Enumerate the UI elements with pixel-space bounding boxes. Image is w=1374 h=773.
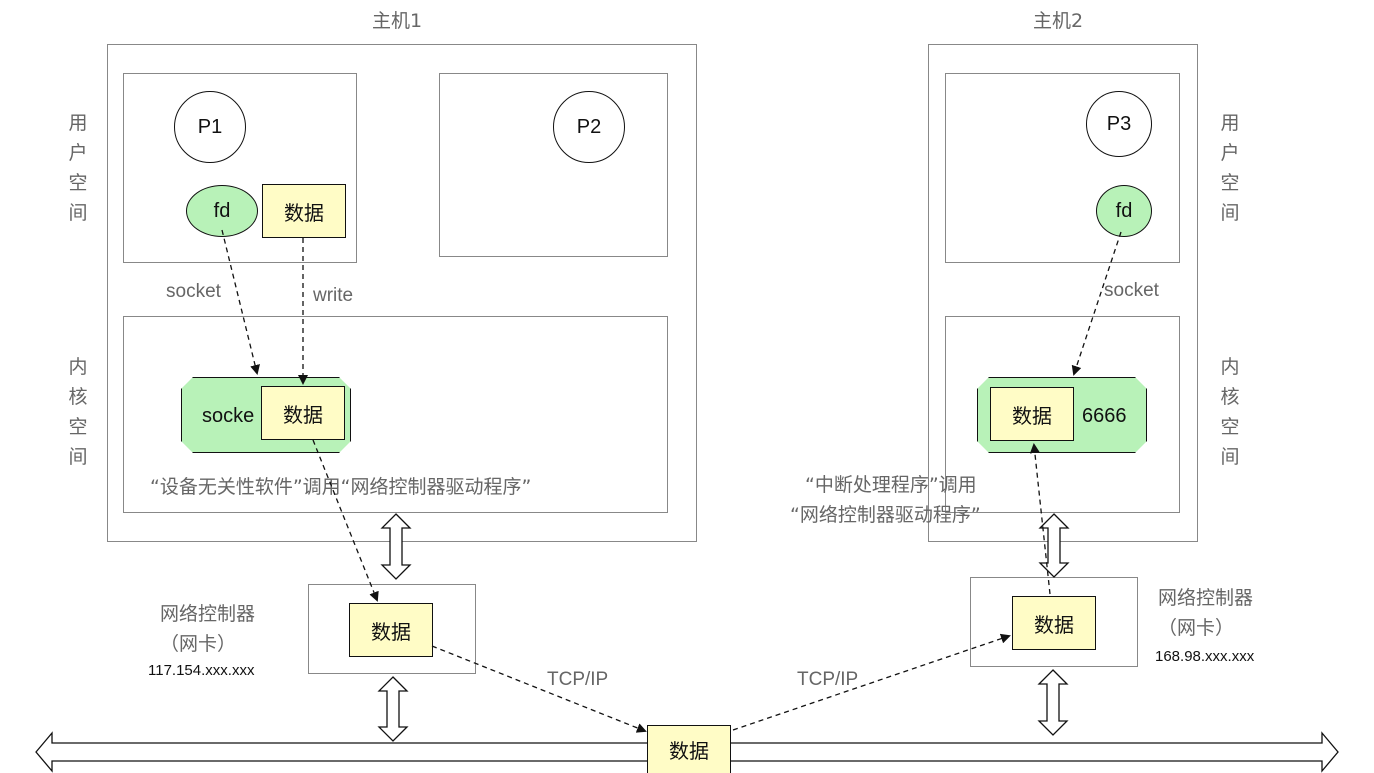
- host2-kernel-data: 数据: [990, 387, 1074, 441]
- host1-user-char: 用: [68, 112, 88, 134]
- nic1-to-network-flow-arrow: [431, 645, 647, 733]
- host1-user-char: 间: [68, 202, 88, 224]
- process-p1: P1: [174, 91, 246, 163]
- nic2-name: 网络控制器: [1158, 587, 1254, 609]
- host1-kernel-char: 内: [68, 356, 88, 378]
- host1-kernel-char: 核: [68, 386, 88, 408]
- nic1-name: 网络控制器: [160, 603, 256, 625]
- host2-user-char: 用: [1220, 112, 1240, 134]
- host2-kernel-area: [945, 316, 1180, 513]
- nic1-network-bus-arrow: [377, 676, 409, 742]
- process-p2: P2: [553, 91, 625, 163]
- host2-nic2-bus-arrow: [1038, 513, 1070, 578]
- process-p3: P3: [1086, 91, 1152, 157]
- host1-kernel-area: [123, 316, 668, 513]
- tcp-ip-label-right: TCP/IP: [797, 669, 859, 690]
- host2-user-char: 空: [1220, 172, 1240, 194]
- host2-kernel-char: 间: [1220, 446, 1240, 468]
- tcp-ip-label-left: TCP/IP: [547, 669, 609, 690]
- host1-fd: fd: [186, 185, 258, 237]
- nic1-sub: （网卡）: [160, 633, 237, 655]
- host1-user-char: 空: [68, 172, 88, 194]
- host1-socket-edge-label: socket: [166, 281, 221, 302]
- host1-process2-area: [439, 73, 668, 257]
- host2-driver-note-line2: “网络控制器驱动程序”: [790, 504, 981, 526]
- nic1-frame: [308, 584, 476, 674]
- host2-driver-note-line1: “中断处理程序”调用: [805, 474, 977, 496]
- network-data-packet: 数据: [647, 725, 731, 773]
- host1-socket-label: socke: [202, 405, 255, 427]
- host2-kernel-char: 空: [1220, 416, 1240, 438]
- host1-socket-flow-arrow: [221, 229, 260, 375]
- host1-to-nic1-flow-arrow: [312, 439, 379, 602]
- nic1-ip: 117.154.xxx.xxx: [148, 662, 255, 679]
- host2-fd: fd: [1096, 185, 1152, 237]
- host1-driver-note: “设备无关性软件”调用“网络控制器驱动程序”: [150, 476, 532, 498]
- host2-user-char: 户: [1220, 142, 1240, 164]
- host1-kernel-data: 数据: [261, 386, 345, 440]
- host2-socket-port: 6666: [1082, 405, 1127, 427]
- host2-socket-flow-arrow: [1071, 231, 1122, 376]
- nic1-data: 数据: [349, 603, 433, 657]
- host2-user-char: 间: [1220, 202, 1240, 224]
- nic2-to-host2-flow-arrow: [1029, 443, 1051, 595]
- host1-user-data: 数据: [262, 184, 346, 238]
- host2-kernel-char: 内: [1220, 356, 1240, 378]
- host2-process-area: [945, 73, 1180, 263]
- host2-title: 主机2: [1033, 10, 1084, 32]
- host1-process1-area: [123, 73, 357, 263]
- host1-kernel-char: 间: [68, 446, 88, 468]
- host2-socket-edge-label: socket: [1104, 280, 1159, 301]
- host2-frame: [928, 44, 1198, 542]
- host1-title: 主机1: [372, 10, 423, 32]
- nic2-network-bus-arrow: [1037, 669, 1069, 736]
- host1-write-edge-label: write: [313, 285, 354, 306]
- host1-user-char: 户: [68, 142, 88, 164]
- nic2-ip: 168.98.xxx.xxx: [1155, 648, 1255, 665]
- host1-nic1-bus-arrow: [380, 513, 412, 580]
- host2-kernel-char: 核: [1220, 386, 1240, 408]
- nic2-data: 数据: [1012, 596, 1096, 650]
- network-to-nic2-flow-arrow: [732, 633, 1011, 731]
- nic2-sub: （网卡）: [1158, 617, 1235, 639]
- host1-kernel-char: 空: [68, 416, 88, 438]
